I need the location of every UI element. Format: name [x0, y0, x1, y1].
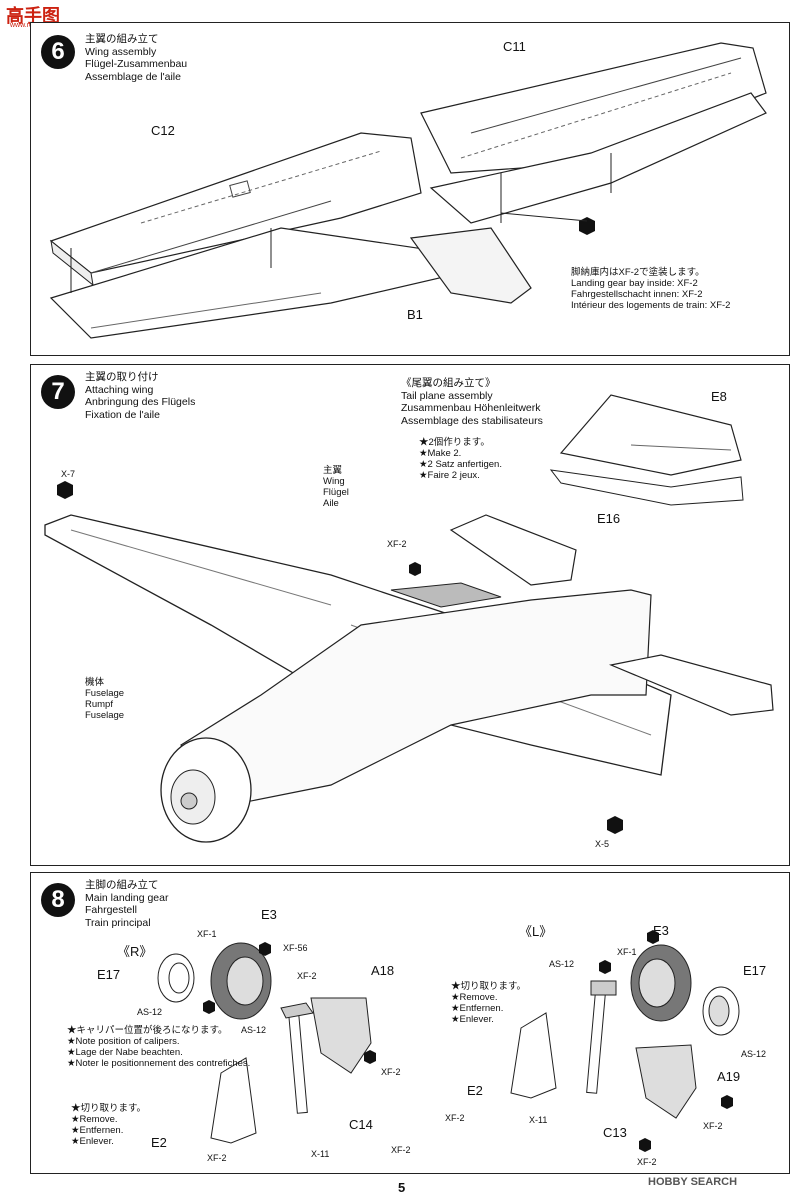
step-7-number: 7: [41, 375, 75, 409]
paint-xf2-c13: XF-2: [637, 1157, 657, 1167]
paint-xf56: XF-56: [283, 943, 308, 953]
step-6-title: 主翼の組み立て Wing assembly Flügel-Zusammenbau…: [85, 33, 188, 83]
paint-as12-left-hub: AS-12: [741, 1049, 767, 1059]
tail-plane-title: 《尾翼の組み立て》 Tail plane assembly Zusammenba…: [401, 377, 543, 427]
right-side-label: 《R》: [117, 944, 153, 959]
step-8-panel: 8 主脚の組み立て Main landing gear Fahrgestell …: [30, 872, 790, 1174]
part-e17-left-label: E17: [743, 963, 767, 978]
part-e2-left-label: E2: [467, 1083, 483, 1098]
part-c13-label: C13: [603, 1125, 627, 1140]
paint-as12-strut: AS-12: [241, 1025, 267, 1035]
paint-xf2-right-wheel: XF-2: [297, 971, 317, 981]
part-e17-right-label: E17: [97, 967, 121, 982]
paint-xf1-right: XF-1: [197, 929, 217, 939]
remove-note-left: ★切り取ります。 ★Remove. ★Entfernen. ★Enlever.: [451, 981, 527, 1025]
paint-xf2-c14: XF-2: [391, 1145, 411, 1155]
paint-xf2-label: XF-2: [387, 539, 407, 549]
paint-x11-right: X-11: [311, 1149, 330, 1159]
step-6-panel: 6 主翼の組み立て Wing assembly Flügel-Zusammenb…: [30, 22, 790, 356]
part-e2-right-label: E2: [151, 1135, 167, 1150]
paint-as12-left: AS-12: [549, 959, 575, 969]
step-8-number: 8: [41, 883, 75, 917]
paint-xf2-right-door: XF-2: [381, 1067, 401, 1077]
paint-xf1-left: XF-1: [617, 947, 637, 957]
paint-x11-left: X-11: [529, 1115, 548, 1125]
part-a19-label: A19: [717, 1069, 741, 1084]
step-7-title: 主翼の取り付け Attaching wing Anbringung des Fl…: [85, 371, 196, 421]
part-a18-label: A18: [371, 963, 395, 978]
page-number: 5: [398, 1180, 406, 1195]
paint-x7-label: X-7: [61, 469, 76, 479]
landing-gear-bay-note: 脚納庫内はXF-2で塗装します。 Landing gear bay inside…: [571, 267, 731, 311]
part-c14-label: C14: [349, 1117, 373, 1132]
paint-x5-label: X-5: [595, 839, 610, 849]
watermark-bottom: HOBBY SEARCH: [648, 1176, 738, 1188]
wing-assembly-drawing: [49, 42, 767, 339]
step-7-panel: 7 主翼の取り付け Attaching wing Anbringung des …: [30, 364, 790, 866]
part-e3-left-label: E3: [653, 923, 669, 938]
remove-note-right: ★切り取ります。 ★Remove. ★Entfernen. ★Enlever.: [71, 1103, 147, 1147]
paint-as12-right: AS-12: [137, 1007, 163, 1017]
paint-xf2-e2: XF-2: [207, 1153, 227, 1163]
step-6-number: 6: [41, 35, 75, 69]
watermark-logo-text: 高手图: [6, 6, 60, 26]
fuselage-wing-drawing: [44, 394, 774, 843]
wing-label: 主翼 Wing Flügel Aile: [323, 465, 349, 509]
step-8-title: 主脚の組み立て Main landing gear Fahrgestell Tr…: [85, 879, 169, 929]
part-e8-label: E8: [711, 389, 727, 404]
make-two-note: ★2個作ります。 ★Make 2. ★2 Satz anfertigen. ★F…: [419, 437, 502, 481]
part-e3-right-label: E3: [261, 907, 277, 922]
part-e16-label: E16: [597, 511, 621, 526]
part-b1-label: B1: [407, 307, 423, 322]
left-side-label: 《L》: [519, 924, 553, 939]
caliper-position-note: ★キャリパー位置が後ろになります。 ★Note position of cali…: [67, 1025, 251, 1069]
paint-xf2-left-e2: XF-2: [445, 1113, 465, 1123]
part-c11-label: C11: [503, 39, 526, 54]
part-c12-label: C12: [151, 123, 175, 138]
landing-gear-drawing: [157, 930, 740, 1152]
paint-xf2-a19: XF-2: [703, 1121, 723, 1131]
fuselage-label: 機体 Fuselage Rumpf Fuselage: [85, 677, 125, 721]
